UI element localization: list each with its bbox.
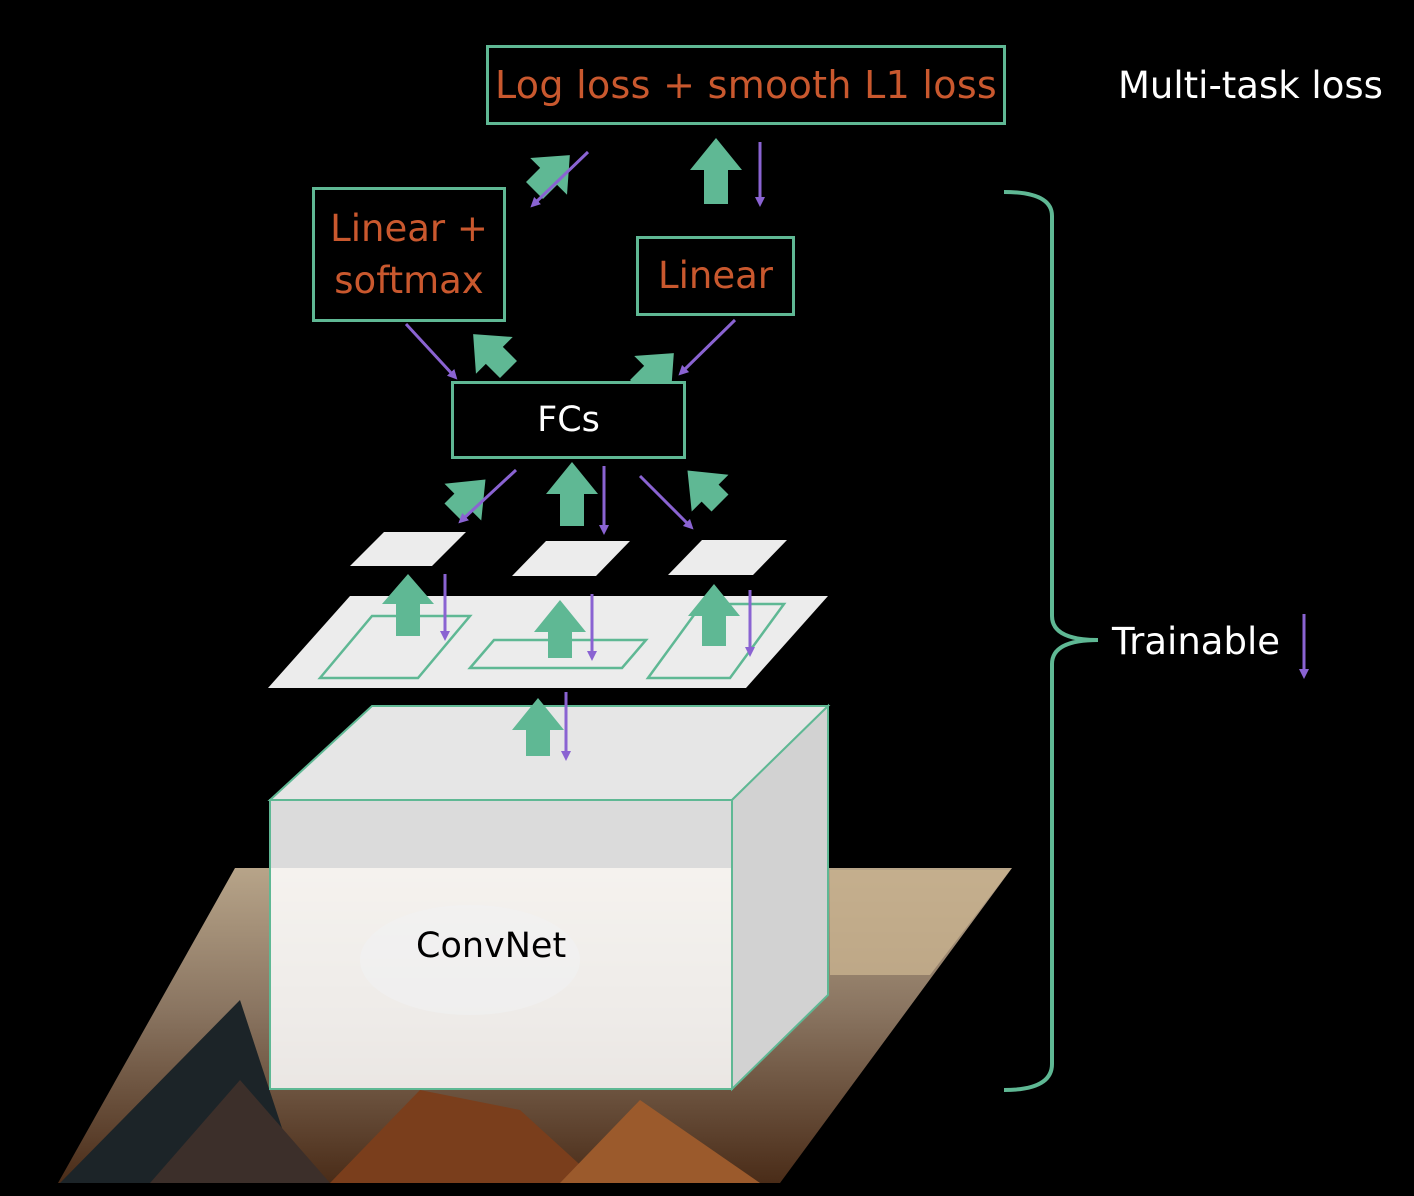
- forward-arrow-fc-1: [444, 479, 486, 521]
- roi-pool-3: [668, 540, 787, 575]
- backward-arrows: [404, 142, 1309, 761]
- roi-projection-1: [317, 614, 473, 680]
- fcs-box-label: FCs: [537, 400, 600, 440]
- regressor-box-label: Linear: [658, 254, 773, 298]
- loss-box: Log loss + smooth L1 loss: [486, 45, 1006, 125]
- backward-arrow-fc-1: [458, 468, 518, 524]
- backward-arrow-linear-to-fc: [678, 318, 737, 376]
- roi-pooled-features: [350, 532, 787, 576]
- forward-arrow-roi-3: [688, 584, 740, 646]
- multitask-loss-label: Multi-task loss: [1118, 64, 1383, 107]
- forward-arrow-linear-to-loss: [690, 138, 742, 204]
- convnet-label: ConvNet: [416, 926, 567, 966]
- trainable-label: Trainable: [1112, 620, 1280, 663]
- trainable-brace: [1003, 190, 1099, 1092]
- fcs-box: FCs: [451, 381, 686, 459]
- classifier-box-line1: Linear +: [330, 206, 488, 250]
- convnet-block: [267, 703, 831, 1092]
- backward-arrow-loss-to-softmax: [530, 150, 590, 208]
- forward-arrow-to-softmax: [473, 334, 517, 378]
- classifier-box-line2: softmax: [334, 258, 484, 302]
- backward-arrow-softmax-to-fc: [404, 322, 458, 380]
- classifier-box: Linear + softmax: [312, 187, 506, 322]
- regressor-box: Linear: [636, 236, 795, 316]
- forward-arrow-roi-1: [382, 574, 434, 636]
- loss-box-label: Log loss + smooth L1 loss: [494, 63, 998, 107]
- forward-arrow-roi-2: [534, 600, 586, 658]
- roi-pool-1: [350, 532, 466, 566]
- forward-arrow-fc-2: [546, 462, 598, 526]
- roi-pool-2: [512, 541, 630, 576]
- roi-projection-2: [467, 638, 649, 670]
- backward-arrow-fc-3: [638, 474, 694, 530]
- forward-arrow-fc-3: [687, 470, 729, 512]
- forward-arrows: [382, 138, 742, 756]
- forward-arrow-softmax-to-loss: [526, 155, 570, 199]
- forward-arrow-convnet: [512, 698, 564, 756]
- roi-projection-3: [645, 602, 787, 680]
